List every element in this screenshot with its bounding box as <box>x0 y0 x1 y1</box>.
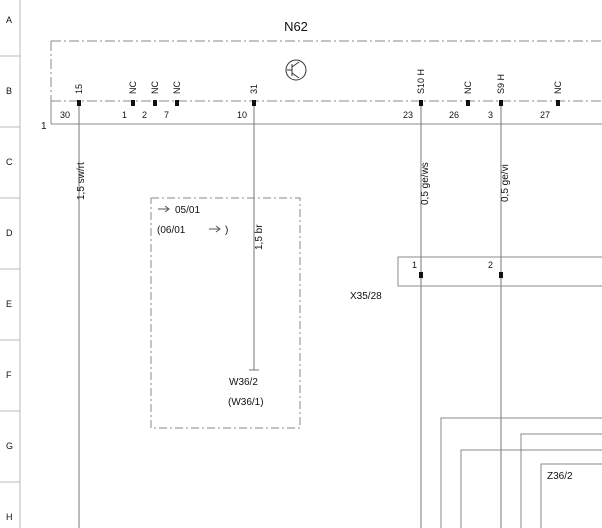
row-label-c: C <box>6 157 13 167</box>
row-label-d: D <box>6 228 13 238</box>
validity-from-label: 05/01 <box>175 205 200 216</box>
wire-label: 0,5 ge/ws <box>420 162 431 205</box>
pin-number: 3 <box>488 110 493 120</box>
pin-function: S10 H <box>416 69 426 94</box>
transistor-icon <box>285 59 307 81</box>
row-label-a: A <box>6 15 12 25</box>
validity-until-label: (06/01 <box>157 225 186 236</box>
wire-sw-rt: 1,5 sw/rt <box>76 106 87 528</box>
connector-x35-28: 1 2 <box>397 256 602 287</box>
bus-number: 1 <box>41 121 47 132</box>
module-outline <box>50 40 602 102</box>
pin-function: NC <box>128 81 138 94</box>
pin-2: NC 2 <box>142 81 160 120</box>
pin-23: S10 H 23 <box>403 69 426 120</box>
pin-number: 2 <box>142 110 147 120</box>
connector-pin-1: 1 <box>412 260 417 270</box>
pin-strip <box>50 101 602 125</box>
pin-function: 15 <box>74 84 84 94</box>
wire-ge-ws: 0,5 ge/ws <box>420 106 431 528</box>
pin-number: 1 <box>122 110 127 120</box>
pin-function: S9 H <box>496 74 506 94</box>
module-title: N62 <box>284 19 308 34</box>
pin-number: 7 <box>164 110 169 120</box>
pin-number: 10 <box>237 110 247 120</box>
row-label-h: H <box>6 512 13 522</box>
pin-function: 31 <box>249 84 259 94</box>
wire-label: 1,5 sw/rt <box>76 162 87 200</box>
wire-ge-vi: 0,5 ge/vi <box>500 106 511 528</box>
row-ruler <box>0 0 21 528</box>
wire-br: 1,5 br <box>249 106 265 371</box>
pin-function: NC <box>553 81 563 94</box>
row-label-b: B <box>6 86 12 96</box>
pin-function: NC <box>150 81 160 94</box>
connector-pin-2: 2 <box>488 260 493 270</box>
ground-point-alt-name: (W36/1) <box>228 397 264 408</box>
row-label-e: E <box>6 299 12 309</box>
pin-3: S9 H 3 <box>488 74 506 120</box>
row-label-g: G <box>6 441 13 451</box>
bottom-module-name: Z36/2 <box>547 471 573 482</box>
pin-1: NC 1 <box>122 81 138 120</box>
connector-name: X35/28 <box>350 291 382 302</box>
pin-number: 23 <box>403 110 413 120</box>
wire-label: 1,5 br <box>254 224 265 250</box>
pin-function: NC <box>463 81 473 94</box>
pin-7: NC 7 <box>164 81 182 120</box>
pin-26: NC 26 <box>449 81 473 120</box>
ground-point-name: W36/2 <box>229 377 258 388</box>
pin-27: NC 27 <box>540 81 563 120</box>
pin-number: 27 <box>540 110 550 120</box>
wire-label: 0,5 ge/vi <box>500 164 511 202</box>
pin-30: 15 30 <box>60 84 84 120</box>
bottom-module-outline <box>440 417 602 528</box>
pin-function: NC <box>172 81 182 94</box>
arrow-right-icon <box>209 225 221 233</box>
pin-number: 30 <box>60 110 70 120</box>
validity-box: 05/01 (06/01 ) <box>150 197 301 429</box>
validity-until-suffix: ) <box>225 225 228 236</box>
arrow-right-icon <box>158 205 170 213</box>
pin-number: 26 <box>449 110 459 120</box>
row-label-f: F <box>6 370 12 380</box>
pin-10: 31 10 <box>237 84 259 120</box>
